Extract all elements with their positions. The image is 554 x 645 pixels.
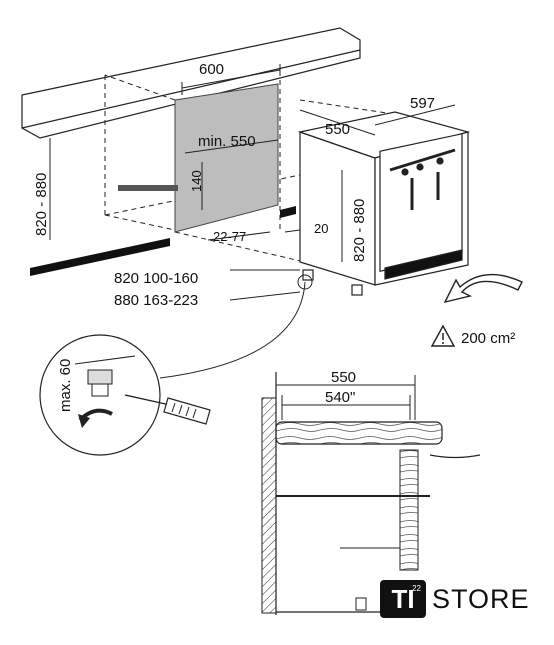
min-depth-label: min. 550 [198,133,256,150]
store-logo: TI 22 STORE [380,578,540,620]
foot-row-880: 880 163-223 [114,292,199,309]
adjustable-foot-icon [74,355,136,397]
logo-mark-text: TI [391,583,415,614]
max-adjust-label: max. 60 [57,358,74,412]
screwdriver-icon [124,394,211,425]
floor-strip-left [30,238,170,276]
logo-mark-sup: 22 [412,584,421,593]
depth-label: 550 [325,121,351,138]
logo-text: STORE [432,583,530,614]
foot-row-820: 820 100-160 [114,270,199,287]
airflow-arrow-icon [443,273,523,304]
warning-icon [430,324,456,347]
floor-strip-right [280,206,296,218]
logo-mark: TI 22 [380,580,426,618]
section-outer-depth-label: 550 [331,369,357,386]
width-label: 597 [410,95,436,112]
appliance [297,111,471,296]
height-left-label: 820 - 880 [33,172,50,236]
niche-width-label: 600 [199,61,225,78]
setback-label: 22-77 [213,229,247,244]
back-wall-panel [174,83,279,233]
dimension-lines [49,64,456,301]
countertop [21,27,361,139]
gap-label: 20 [314,221,329,236]
plinth-strip [118,185,178,191]
foot-detail [39,274,313,456]
height-right-label: 820 - 880 [351,198,368,262]
plinth-height-label: 140 [189,170,204,192]
section-view [261,372,481,615]
section-inner-depth-label: 540" [325,389,356,406]
ventilation-label: 200 cm² [461,330,516,347]
